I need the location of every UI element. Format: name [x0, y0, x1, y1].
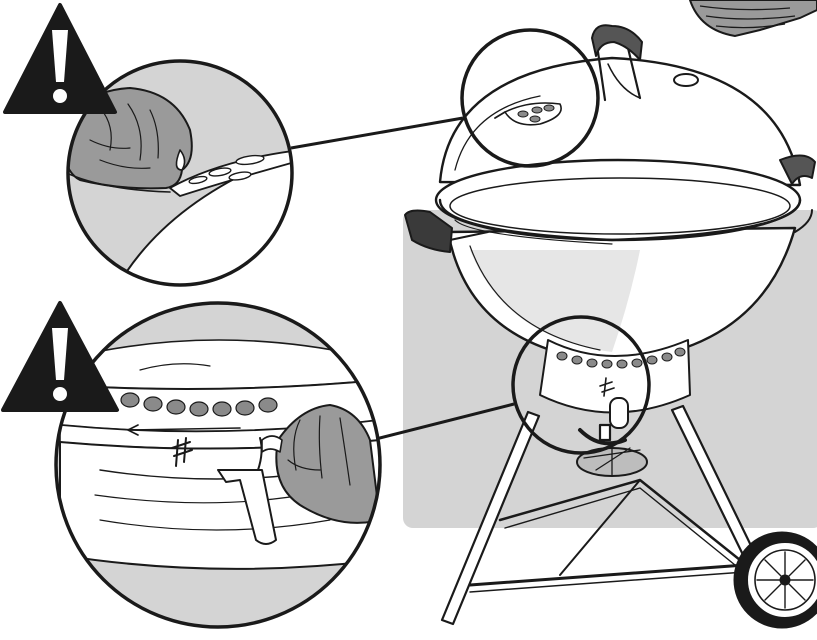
- corner-fragment: [690, 0, 817, 36]
- warning-triangle-icon: [5, 5, 115, 112]
- thermometer-cap: [674, 74, 698, 86]
- magnified-bottom-vent: [56, 303, 380, 627]
- leader-line-top: [291, 118, 463, 148]
- grill-lid: [436, 25, 815, 244]
